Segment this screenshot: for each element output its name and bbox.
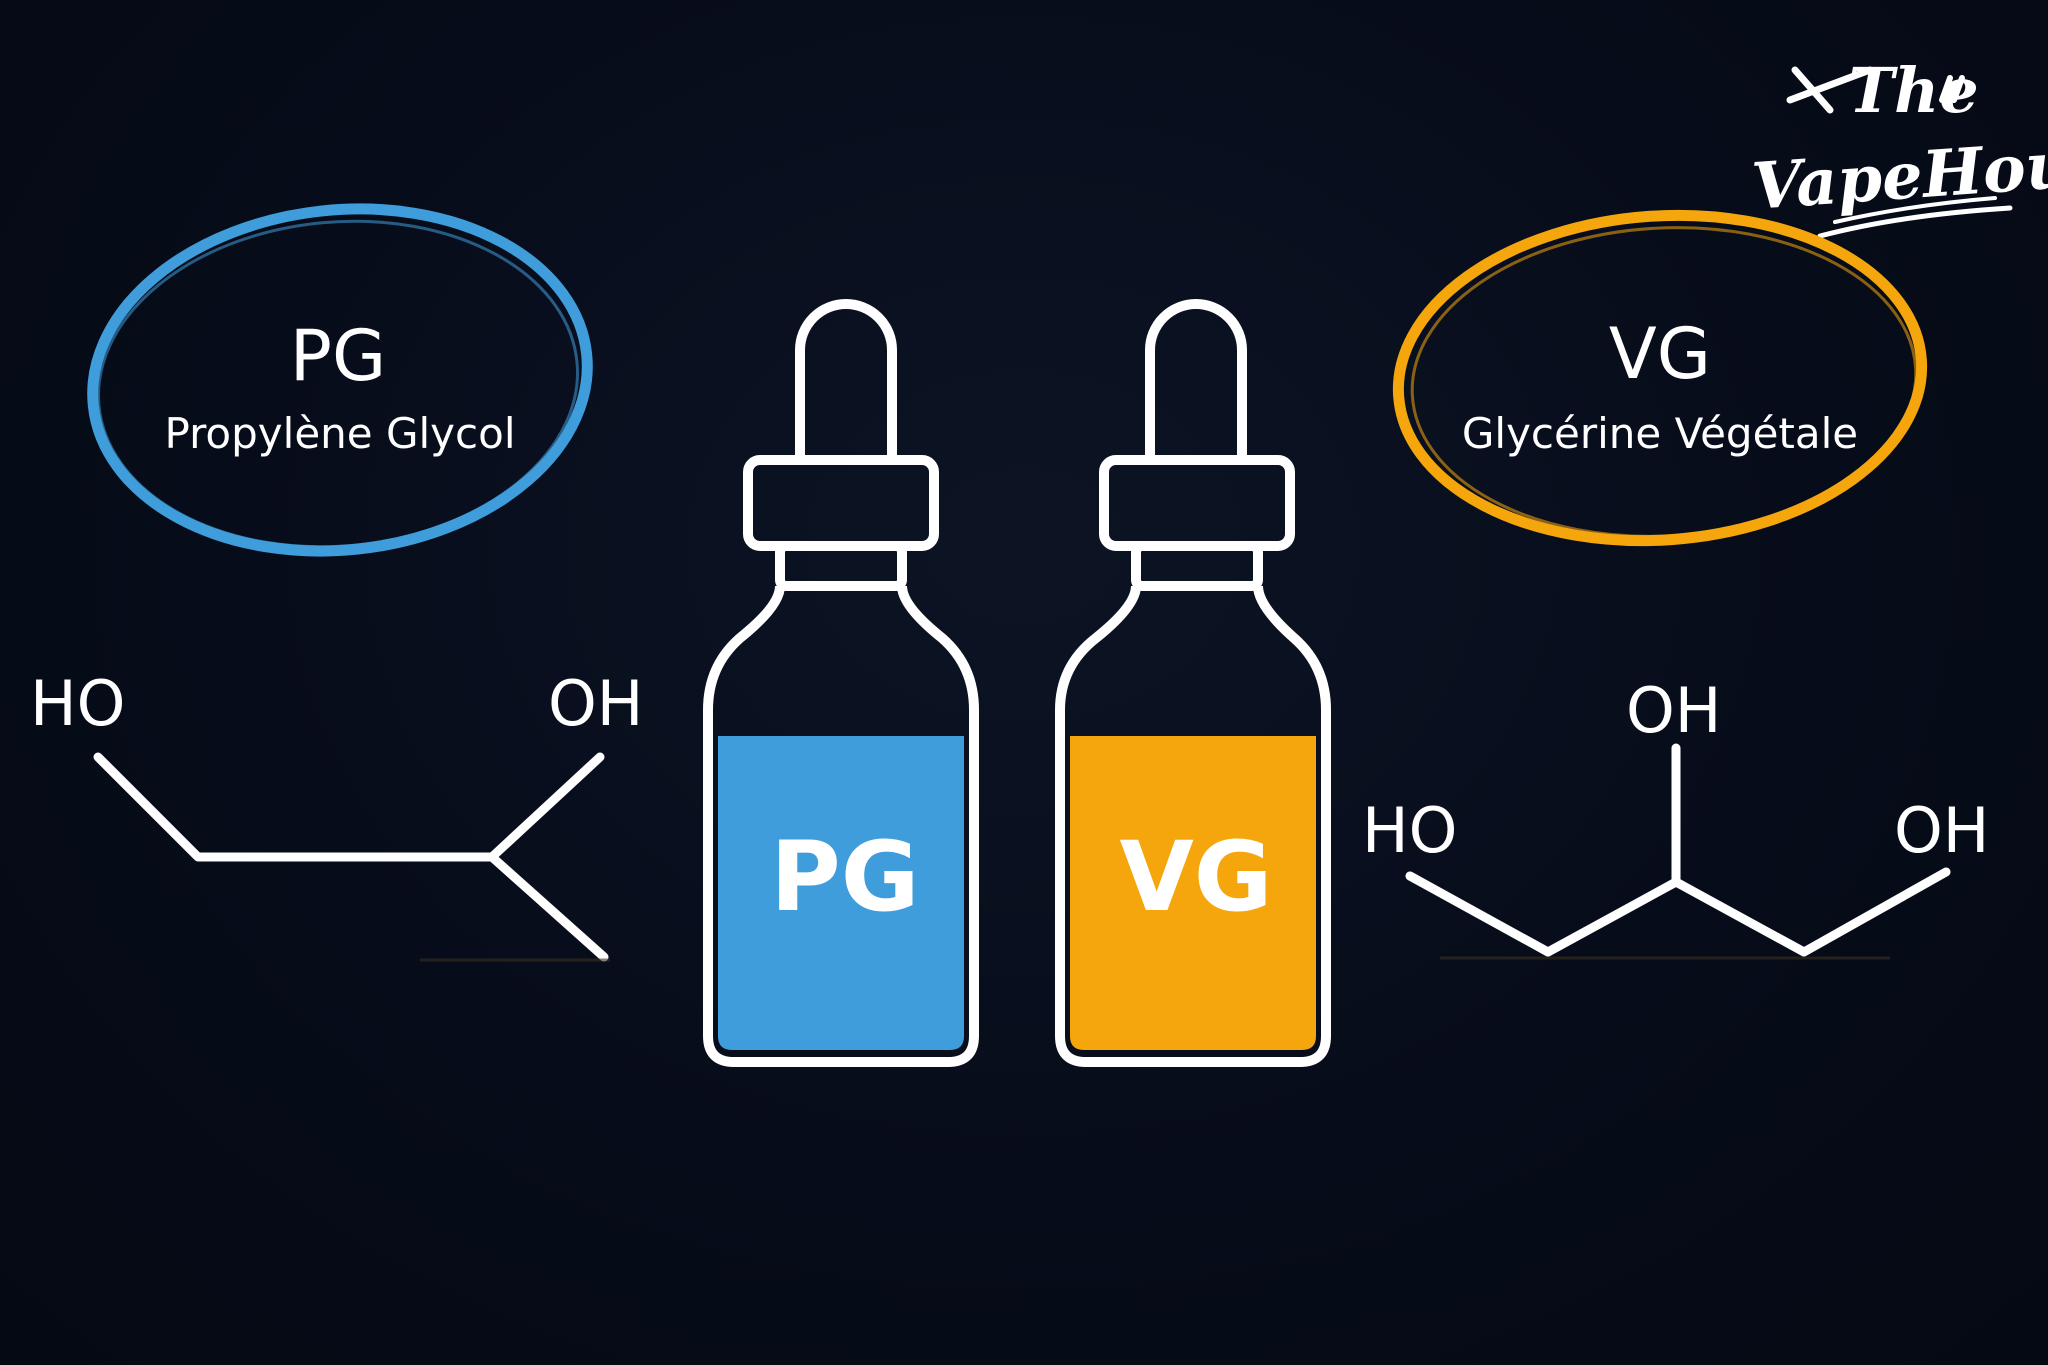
pg-molecule-bonds [93, 752, 605, 862]
pg-title-group: PG Propylène Glycol [87, 203, 593, 557]
vg-bottle-body [1055, 585, 1331, 1067]
pg-molecule-group-right: OH [548, 667, 643, 740]
vg-acronym: VG [1609, 313, 1711, 395]
pg-molecule-methyl-bond [487, 852, 609, 962]
pg-bottle-neck [775, 541, 907, 591]
vg-bottle-cap [1099, 455, 1295, 551]
pg-liquid-fill [718, 736, 964, 1050]
vg-liquid-fill [1070, 736, 1316, 1050]
vg-molecule-group-top: OH [1626, 674, 1721, 747]
pg-bottle: PG [703, 299, 979, 1067]
vg-bottle-neck [1131, 541, 1263, 591]
vg-bottle-label: VG [1119, 821, 1272, 933]
pg-dropper-bulb [795, 299, 897, 460]
vg-bottle: VG [1055, 299, 1331, 1067]
pg-molecule-group-left: HO [30, 667, 125, 740]
pg-bottle-label: PG [770, 821, 919, 933]
vg-molecule-group-left: HO [1362, 794, 1457, 867]
brand-logo: The VapeHouse [1750, 54, 2048, 239]
pg-bottle-body [703, 585, 979, 1067]
vg-dropper-bulb [1145, 299, 1247, 460]
vg-brush-ring [1392, 209, 1928, 547]
pg-acronym: PG [290, 315, 386, 397]
pg-full-name: Propylène Glycol [165, 409, 516, 458]
pg-molecule-diagram: HO OH [30, 667, 643, 962]
pg-brush-ring [87, 203, 593, 557]
vg-molecule-group-right: OH [1894, 794, 1989, 867]
vg-molecule-diagram: OH HO OH [1362, 674, 1989, 960]
vg-title-group: VG Glycérine Végétale [1392, 209, 1928, 547]
vg-full-name: Glycérine Végétale [1462, 409, 1858, 458]
pg-bottle-cap [743, 455, 939, 551]
